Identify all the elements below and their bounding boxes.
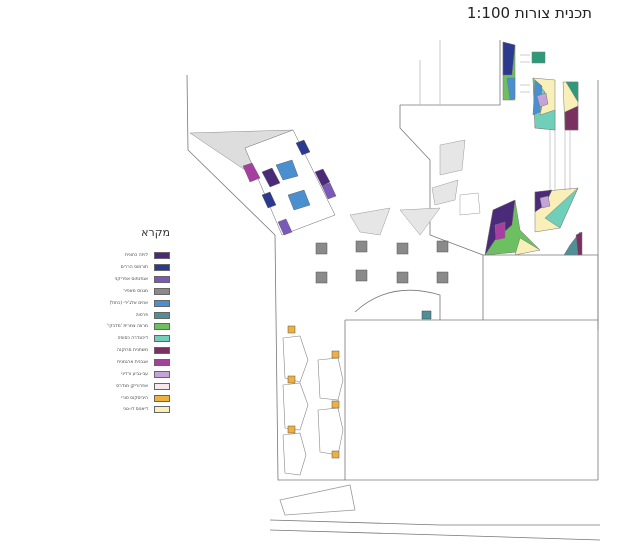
legend-item: פרסוה <box>80 309 170 321</box>
legend-item: מרווה צמרית 'מדבקי' <box>80 321 170 333</box>
legend-item: לויזה כחונית <box>80 250 170 262</box>
legend: לויזה כחונית תורמוס הררים אגפנתוס אפריקנ… <box>80 250 170 416</box>
legend-swatch <box>154 264 170 272</box>
stair-planters <box>242 129 337 236</box>
legend-item: אוזים אלג'ירי (כחול) <box>80 297 170 309</box>
legend-swatch <box>154 382 170 390</box>
legend-swatch <box>154 335 170 343</box>
legend-swatch <box>154 287 170 295</box>
legend-item: עב-גביע ורדיני <box>80 368 170 380</box>
legend-item: מגנוס מאפיר <box>80 286 170 298</box>
legend-swatch <box>154 359 170 367</box>
legend-item: אפרוריקן מנדרס <box>80 380 170 392</box>
legend-swatch <box>154 276 170 284</box>
legend-swatch <box>154 252 170 260</box>
legend-swatch <box>154 370 170 378</box>
east-paths <box>520 54 571 190</box>
legend-title: מקרא <box>141 226 170 239</box>
plan-outlines <box>186 40 601 541</box>
legend-item: תורמוס הררים <box>80 262 170 274</box>
legend-item: דיכונדרה כסופה <box>80 333 170 345</box>
legend-swatch <box>154 311 170 319</box>
legend-item: אגבנית ארגמנית <box>80 357 170 369</box>
teal-planter <box>421 310 432 320</box>
legend-swatch <box>154 394 170 402</box>
legend-swatch <box>154 299 170 307</box>
legend-swatch <box>154 406 170 414</box>
stepping-stones <box>349 139 481 236</box>
legend-item: משתנית מרוקנה <box>80 345 170 357</box>
legend-item: דיאנוס דו-גוני <box>80 404 170 416</box>
drawing-title: תכנית צורות 1:100 <box>466 4 592 22</box>
east-planters <box>484 41 583 256</box>
gray-planters <box>315 240 449 284</box>
orange-markers <box>287 325 340 459</box>
legend-swatch <box>154 347 170 355</box>
legend-item: אגפנתוס אפריקני <box>80 274 170 286</box>
legend-swatch <box>154 323 170 331</box>
legend-item: היביסקוס סורי <box>80 392 170 404</box>
pergolas <box>282 335 344 476</box>
